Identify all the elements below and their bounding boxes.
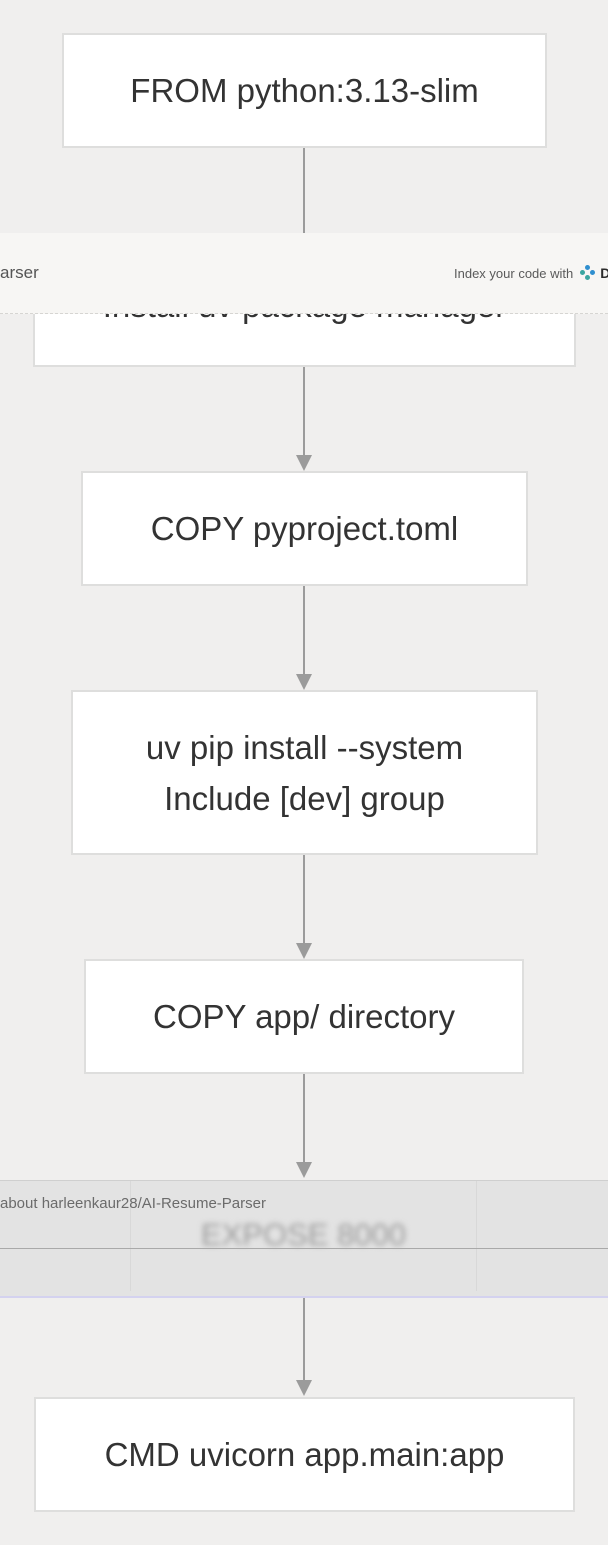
node-copy-pyproject: COPY pyproject.toml (81, 471, 528, 586)
arrowhead (296, 943, 312, 959)
node-label: COPY pyproject.toml (150, 510, 459, 547)
node-label-line-1: uv pip install --system (145, 728, 464, 766)
node-label: EXPOSE 8000 (200, 1217, 407, 1252)
node-cmd-uvicorn: CMD uvicorn app.main:app (34, 1397, 575, 1512)
index-label: Index your code with (454, 265, 574, 281)
index-your-code-link[interactable]: Index your code with De (454, 265, 608, 281)
ask-prompt-text: about harleenkaur28/AI-Resume-Parser (0, 1195, 266, 1212)
repo-header-bar: arser Index your code with De (0, 233, 608, 314)
node-label: FROM python:3.13-slim (130, 72, 479, 109)
edge-copy-app-to-expose (303, 1074, 305, 1166)
node-label: COPY app/ directory (152, 998, 456, 1035)
node-expose-obscured: EXPOSE 8000 (130, 1181, 477, 1291)
edge-expose-to-cmd (303, 1298, 305, 1382)
node-label: CMD uvicorn app.main:app (104, 1436, 505, 1473)
node-label-line-2: Include [dev] group (164, 779, 445, 817)
node-from-python: FROM python:3.13-slim (62, 33, 547, 148)
edge-pip-to-copy-app (303, 855, 305, 945)
edge-from-to-install (303, 148, 305, 238)
edge-copy-pyproject-to-pip (303, 586, 305, 676)
node-uv-pip-install: uv pip install --system Include [dev] gr… (71, 690, 538, 855)
arrowhead (296, 1162, 312, 1178)
ask-panel[interactable]: EXPOSE 8000 about harleenkaur28/AI-Resum… (0, 1180, 608, 1298)
arrowhead (296, 674, 312, 690)
edge-install-to-copy-pyproject (303, 367, 305, 457)
deepwiki-logo-icon (580, 265, 596, 281)
arrowhead (296, 455, 312, 471)
ask-panel-divider (0, 1248, 608, 1249)
brand-name-fragment: De (600, 265, 608, 281)
node-copy-app: COPY app/ directory (84, 959, 524, 1074)
arrowhead (296, 1380, 312, 1396)
repo-name-fragment[interactable]: arser (0, 263, 39, 282)
